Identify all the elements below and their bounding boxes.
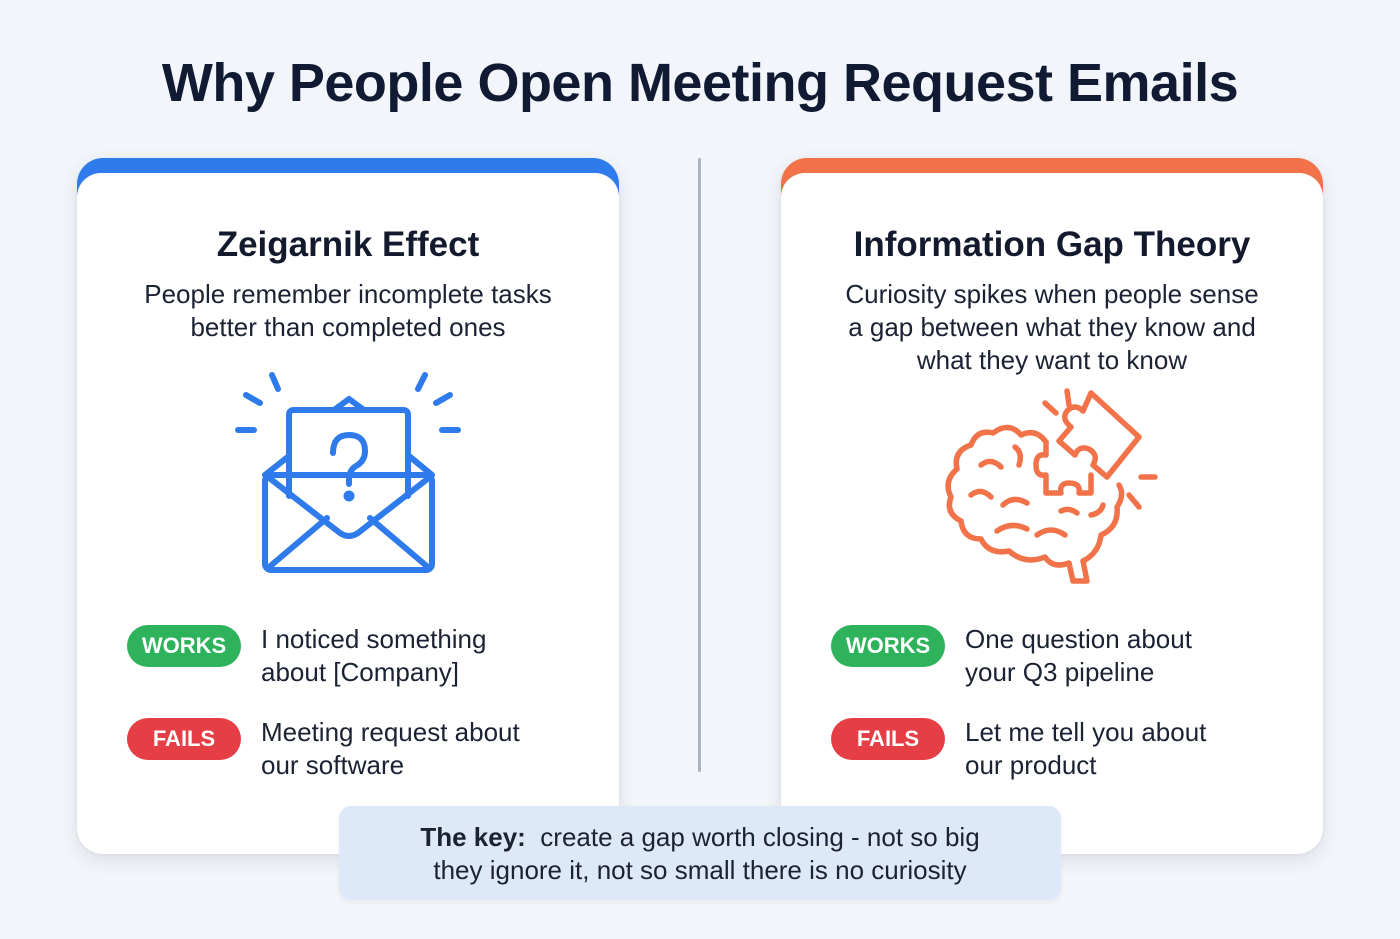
description-line: a gap between what they know and bbox=[848, 312, 1256, 342]
card-title: Information Gap Theory bbox=[853, 225, 1251, 264]
brain-puzzle-icon bbox=[941, 385, 1166, 600]
card-title: Zeigarnik Effect bbox=[216, 225, 480, 264]
example-row-works: WORKS I noticed something about [Company… bbox=[127, 623, 599, 695]
key-label: The key: bbox=[420, 822, 526, 852]
example-line: our product bbox=[965, 750, 1097, 780]
example-row-fails: FAILS Meeting request about our software bbox=[127, 716, 599, 788]
example-text: I noticed something about [Company] bbox=[261, 623, 486, 689]
description-line: People remember incomplete tasks bbox=[144, 279, 552, 309]
card-description: People remember incomplete tasks better … bbox=[107, 278, 589, 344]
example-line: about [Company] bbox=[261, 657, 460, 687]
information-gap-theory-card: Information Gap Theory Curiosity spikes … bbox=[781, 158, 1323, 854]
fails-badge: FAILS bbox=[127, 718, 241, 760]
example-row-fails: FAILS Let me tell you about our product bbox=[831, 716, 1303, 788]
example-row-works: WORKS One question about your Q3 pipelin… bbox=[831, 623, 1303, 695]
fails-badge: FAILS bbox=[831, 718, 945, 760]
key-line-1: The key: create a gap worth closing - no… bbox=[339, 821, 1061, 854]
card-body: Information Gap Theory Curiosity spikes … bbox=[781, 173, 1323, 854]
card-body: Zeigarnik Effect People remember incompl… bbox=[77, 173, 619, 854]
page-title: Why People Open Meeting Request Emails bbox=[161, 53, 1239, 113]
example-text: Let me tell you about our product bbox=[965, 716, 1206, 782]
description-line: Curiosity spikes when people sense bbox=[845, 279, 1259, 309]
example-line: Meeting request about bbox=[261, 717, 520, 747]
key-text: create a gap worth closing - not so big bbox=[540, 822, 980, 852]
card-description: Curiosity spikes when people sense a gap… bbox=[811, 278, 1293, 377]
example-line: One question about bbox=[965, 624, 1192, 654]
works-badge: WORKS bbox=[127, 625, 241, 667]
example-line: your Q3 pipeline bbox=[965, 657, 1155, 687]
key-line-2: they ignore it, not so small there is no… bbox=[433, 855, 967, 885]
key-takeaway-box: The key: create a gap worth closing - no… bbox=[339, 806, 1061, 900]
description-line: what they want to know bbox=[916, 345, 1188, 375]
example-text: Meeting request about our software bbox=[261, 716, 520, 782]
description-line: better than completed ones bbox=[190, 312, 506, 342]
example-line: Let me tell you about bbox=[965, 717, 1207, 747]
zeigarnik-effect-card: Zeigarnik Effect People remember incompl… bbox=[77, 158, 619, 854]
example-line: I noticed something bbox=[261, 624, 487, 654]
example-line: our software bbox=[261, 750, 405, 780]
vertical-divider bbox=[698, 158, 701, 772]
example-text: One question about your Q3 pipeline bbox=[965, 623, 1192, 689]
works-badge: WORKS bbox=[831, 625, 945, 667]
envelope-question-icon bbox=[232, 363, 464, 583]
